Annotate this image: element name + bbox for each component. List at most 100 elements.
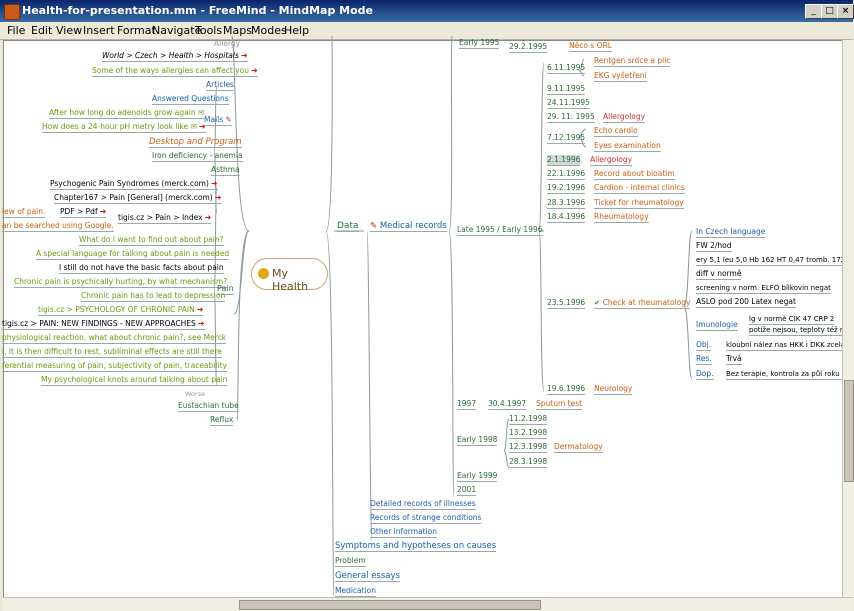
node-other-information[interactable]: Other information — [370, 527, 437, 538]
node-date-29-11-1995[interactable]: 29. 11. 1995 — [547, 112, 595, 123]
node-potize[interactable]: potíže nejsou, teploty též ne. — [749, 326, 851, 336]
node-general-essays[interactable]: General essays — [335, 571, 400, 582]
node-obj-text[interactable]: kloubní nález nas HKK i DKK zcela k — [726, 341, 852, 351]
minimize-button[interactable]: _ — [805, 4, 822, 19]
node-date-2-1-1996[interactable]: 2.1.1996 — [547, 155, 581, 166]
node-date-19-6-1996[interactable]: 19.6.1996 — [547, 384, 586, 395]
menu-tools[interactable]: Tools — [195, 24, 223, 37]
node-early-1998[interactable]: Early 1998 — [457, 435, 498, 446]
node-obj[interactable]: Obj. — [696, 340, 712, 351]
node-detailed-records[interactable]: Detailed records of illnesses — [370, 499, 476, 510]
menu-help[interactable]: Help — [284, 24, 310, 37]
node-1997[interactable]: 1997 — [457, 399, 477, 410]
node-pain[interactable]: Pain — [217, 284, 234, 295]
node-iron-deficiency[interactable]: Iron deficiency - anemia — [152, 151, 243, 162]
node-date-28-3-1998[interactable]: 28.3.1998 — [509, 457, 548, 468]
node-pdf-link[interactable]: PDF > Pdf➜ — [60, 207, 107, 218]
menu-navigate[interactable]: Navigate — [152, 24, 202, 37]
node-want-find-out[interactable]: What do I want to find out about pain? — [79, 235, 224, 246]
node-asthma[interactable]: Asthma — [211, 165, 240, 176]
node-late-1995-early-1996[interactable]: Late 1995 / Early 1996 — [457, 225, 543, 236]
node-ekg[interactable]: EKG vyšetření — [594, 71, 647, 82]
node-early-1999[interactable]: Early 1999 — [457, 471, 498, 482]
menu-view[interactable]: View — [56, 24, 83, 37]
node-diff-norme[interactable]: diff v normě — [696, 269, 742, 280]
node-medication[interactable]: Medication — [335, 586, 377, 597]
node-date-9-11-1995[interactable]: 9.11.1995 — [547, 84, 586, 95]
node-fw[interactable]: FW 2/hod — [696, 241, 732, 252]
node-trva[interactable]: Trvá — [726, 354, 742, 365]
node-data[interactable]: Data — [337, 221, 359, 232]
node-date-7-12-1995[interactable]: 7.12.1995 — [547, 133, 586, 144]
node-imunologie-values[interactable]: lg v normě CIK 47 CRP 2 — [749, 315, 835, 325]
node-physiological-reaction[interactable]: physiological reaction, what about chron… — [2, 333, 227, 344]
node-dop[interactable]: Dop. — [696, 369, 714, 380]
maximize-button[interactable]: □ — [821, 4, 838, 19]
node-neco-s-orl[interactable]: Něco s ORL — [569, 41, 612, 52]
node-date-22-1-1996[interactable]: 22.1.1996 — [547, 169, 586, 180]
node-record-bioatim[interactable]: Record about bioatim — [594, 169, 675, 180]
node-strange-conditions[interactable]: Records of strange conditions — [370, 513, 482, 524]
node-differential-measuring[interactable]: ferential measuring of pain, subjectivit… — [2, 361, 227, 372]
node-2001[interactable]: 2001 — [457, 485, 477, 496]
node-eyes-examination[interactable]: Eyes examination — [594, 141, 661, 152]
node-rentgen[interactable]: Rentgen srdce a plic — [594, 56, 671, 67]
node-chronic-hurting[interactable]: Chronic pain is psychically hurting, by … — [14, 277, 228, 288]
node-date-6-11-1995[interactable]: 6.11.1995 — [547, 63, 586, 74]
node-dop-text[interactable]: Bez terapie, kontrola za půl roku s o — [726, 370, 853, 380]
node-basic-facts[interactable]: I still do not have the basic facts abou… — [59, 263, 224, 274]
node-adenoids[interactable]: After how long do adenoids grow again ✉ — [49, 108, 205, 119]
node-ticket-rheumatology[interactable]: Ticket for rheumatology — [594, 198, 684, 209]
node-difficult-rest[interactable]: l, it is then difficult to rest, sublimi… — [2, 347, 222, 358]
node-rheumatology[interactable]: Rheumatology — [594, 212, 649, 223]
node-date-19-2-1996[interactable]: 19.2.1996 — [547, 183, 586, 194]
node-date-28-3-1996[interactable]: 28.3.1996 — [547, 198, 586, 209]
node-tigis-pain-index[interactable]: tigis.cz > Pain > Index➜ — [118, 213, 212, 224]
node-psychological-knots[interactable]: My psychological knots around talking ab… — [41, 375, 228, 386]
node-dermatology[interactable]: Dermatology — [554, 442, 603, 453]
node-eustachian-tube[interactable]: Eustachian tube — [178, 401, 239, 412]
node-date-30-4-1997[interactable]: 30.4.1997 — [488, 399, 527, 410]
node-medical-records[interactable]: ✎ Medical records — [370, 221, 447, 232]
node-date-24-11-1995[interactable]: 24.11.1995 — [547, 98, 590, 109]
node-res[interactable]: Res. — [696, 354, 712, 365]
node-neurology[interactable]: Neurology — [594, 384, 633, 395]
vertical-scroll-thumb[interactable] — [844, 380, 854, 482]
close-button[interactable]: × — [837, 4, 854, 19]
node-answered-questions[interactable]: Answered Questions — [152, 94, 229, 105]
node-mails[interactable]: Mails ✎ — [204, 115, 232, 126]
node-date-23-5-1996[interactable]: 23.5.1996 — [547, 298, 586, 309]
menu-format[interactable]: Format — [117, 24, 156, 37]
node-worse[interactable]: Worse — [185, 390, 206, 398]
node-date-18-4-1996[interactable]: 18.4.1996 — [547, 212, 586, 223]
node-sputum-test[interactable]: Sputum test — [536, 399, 583, 410]
menu-modes[interactable]: Modes — [251, 24, 287, 37]
node-symptoms[interactable]: Symptoms and hypotheses on causes — [335, 541, 497, 552]
menu-maps[interactable]: Maps — [223, 24, 252, 37]
node-depression[interactable]: Chronic pain has to lead to depression — [81, 291, 226, 302]
node-allergology-2[interactable]: Allergology — [590, 155, 633, 166]
node-date-11-2-1998[interactable]: 11.2.1998 — [509, 414, 548, 425]
node-early-1995[interactable]: Early 1995 — [459, 38, 500, 49]
node-ery[interactable]: ery 5,1 leu 5,0 Hb 162 HT 0,47 tromb. 17… — [696, 256, 846, 266]
node-new-findings[interactable]: tigis.cz > PAIN: NEW FINDINGS - NEW APPR… — [2, 319, 205, 330]
node-screening[interactable]: screening v norm. ELFO bílkovin negat — [696, 284, 831, 294]
node-articles[interactable]: Articles — [206, 80, 234, 91]
mindmap-canvas[interactable]: My Health Allergy World > Czech > Health… — [2, 35, 853, 599]
horizontal-scroll-thumb[interactable] — [239, 600, 541, 610]
node-special-language[interactable]: A special language for talking about pai… — [36, 249, 230, 260]
node-searched-google[interactable]: an be searched using Google. — [2, 221, 114, 232]
node-echo-cardio[interactable]: Echo cardio — [594, 126, 638, 137]
node-view-of-pain[interactable]: iew of pain. — [2, 207, 46, 218]
node-reflux[interactable]: Reflux — [210, 415, 234, 426]
node-imunologie[interactable]: Imunologie — [696, 320, 738, 331]
node-hospitals-link[interactable]: World > Czech > Health > Hospitals➜ — [102, 51, 248, 62]
node-problem[interactable]: Problem — [335, 556, 366, 567]
node-psychology-chronic-pain[interactable]: tigis.cz > PSYCHOLOGY OF CHRONIC PAIN➜ — [38, 305, 204, 316]
node-date-13-2-1998[interactable]: 13.2.1998 — [509, 428, 548, 439]
menu-file[interactable]: File — [7, 24, 26, 37]
node-aslo[interactable]: ASLO pod 200 Latex negat — [696, 297, 796, 308]
horizontal-scrollbar[interactable] — [3, 597, 853, 611]
node-date-12-3-1998[interactable]: 12.3.1998 — [509, 442, 548, 453]
node-allergology-1[interactable]: Allergology — [603, 112, 646, 123]
